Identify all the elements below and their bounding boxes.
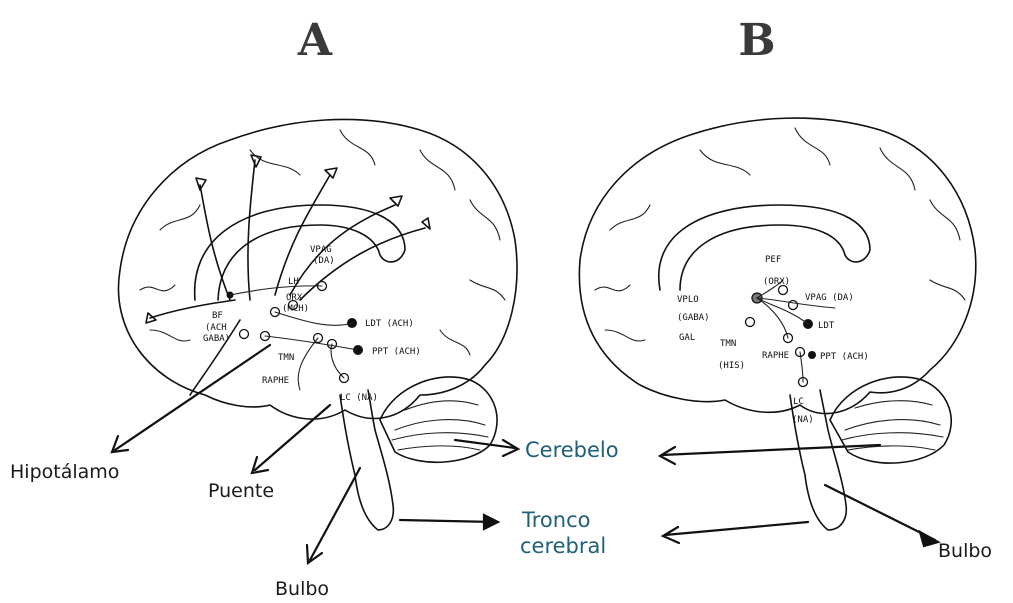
label-gaba-b: (GABA) <box>677 313 710 323</box>
panel-letter-b: B <box>738 15 775 66</box>
label-bulbo-a: Bulbo <box>275 578 329 600</box>
label-tronco-line2: cerebral <box>520 534 606 558</box>
label-tronco-line1: Tronco <box>521 508 590 532</box>
label-lh-a: LH <box>288 277 299 287</box>
label-hipotalamo: Hipotálamo <box>10 461 119 483</box>
label-raphe-b: RAPHE <box>762 351 789 361</box>
label-tmn-a: TMN <box>278 353 294 363</box>
brain-b-brainstem <box>790 390 846 530</box>
label-ldt-a: LDT (ACH) <box>365 319 414 329</box>
label-ppt-b: PPT (ACH) <box>820 352 869 362</box>
label-bulbo-b: Bulbo <box>938 540 992 562</box>
brain-a-sulci <box>140 130 505 355</box>
label-lc-a: LC (NA) <box>340 393 378 403</box>
label-bf-a: BF <box>212 311 223 321</box>
label-na-b: (NA) <box>792 415 814 425</box>
brain-a-labels: VPAG (DA) LH ORX (MCH) BF (ACH GABA) TMN… <box>203 245 421 403</box>
label-vpag-b: VPAG (DA) <box>805 293 854 303</box>
brain-a-cortex <box>118 119 517 419</box>
brain-b-cerebellum-folia <box>842 401 943 450</box>
brain-b-sulci <box>595 128 965 341</box>
label-ldt-b: LDT <box>818 321 835 331</box>
label-da-a: (DA) <box>313 256 335 266</box>
label-tmn-b: TMN <box>720 339 736 349</box>
brain-b: PEF (ORX) VPLO (GABA) GAL VPAG (DA) LDT … <box>579 118 975 530</box>
label-vpag-a: VPAG <box>310 245 332 255</box>
label-gal-b: GAL <box>679 333 695 343</box>
label-orx-a: ORX <box>286 293 303 303</box>
label-orx-b: (ORX) <box>763 277 790 287</box>
label-cerebelo: Cerebelo <box>525 438 619 462</box>
label-ach-a: (ACH <box>205 323 227 333</box>
brain-b-cortex <box>579 118 975 413</box>
label-his-b: (HIS) <box>718 361 745 371</box>
brain-b-labels: PEF (ORX) VPLO (GABA) GAL VPAG (DA) LDT … <box>677 255 869 425</box>
label-lc-b: LC <box>793 397 804 407</box>
label-gaba-a: GABA) <box>203 334 230 344</box>
label-ppt-a: PPT (ACH) <box>372 347 421 357</box>
label-vplo-b: VPLO <box>677 295 699 305</box>
panel-letter-a: A <box>297 15 333 66</box>
label-mch-a: (MCH) <box>282 304 309 314</box>
label-puente: Puente <box>208 480 274 502</box>
label-raphe-a: RAPHE <box>262 376 289 386</box>
label-pef-b: PEF <box>765 255 781 265</box>
brain-a: VPAG (DA) LH ORX (MCH) BF (ACH GABA) TMN… <box>118 119 517 530</box>
